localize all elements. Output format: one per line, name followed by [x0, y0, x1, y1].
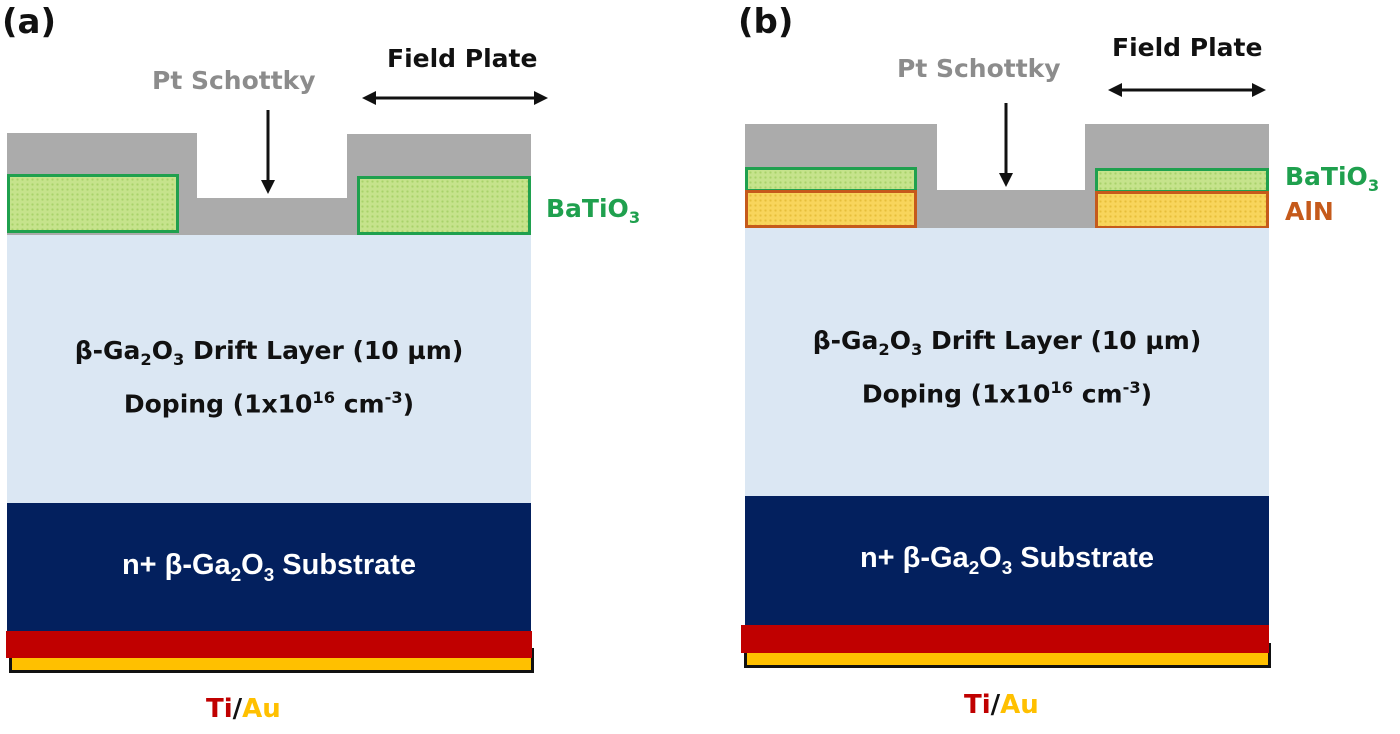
pt-schottky-label: Pt Schottky [152, 66, 316, 95]
ti-au-label: Ti/Au [206, 694, 281, 724]
t: Drift Layer (10 µm) [922, 326, 1202, 355]
ti-label: Ti [206, 694, 233, 724]
slash: / [990, 690, 1001, 720]
t: Substrate [274, 549, 417, 581]
t: Doping (1x10 [861, 379, 1051, 409]
batio3-layer-left [745, 167, 917, 192]
t: O [241, 549, 264, 581]
schottky-down-arrow-icon [261, 110, 275, 194]
t: ) [402, 389, 415, 419]
t: 16 [1050, 378, 1074, 397]
drift-layer-text: β-Ga2O3 Drift Layer (10 µm) Doping (1x10… [7, 332, 531, 423]
t: cm [1073, 379, 1123, 409]
t: Drift Layer (10 µm) [184, 336, 464, 365]
batio3-label-subscript: 3 [628, 208, 641, 227]
batio3-label: BaTiO3 [546, 194, 640, 227]
t: 2 [230, 563, 242, 585]
aln-layer-left [745, 190, 917, 228]
t: O [889, 326, 911, 355]
pt-schottky-contact [197, 198, 347, 235]
t: β-Ga [812, 326, 879, 355]
substrate-text: n+ β-Ga2O3 Substrate [7, 549, 531, 586]
substrate-text: n+ β-Ga2O3 Substrate [745, 542, 1269, 579]
au-label: Au [242, 694, 281, 724]
drift-layer-line1: β-Ga2O3 Drift Layer (10 µm) [7, 332, 531, 379]
ti-layer [6, 631, 532, 658]
slash: / [232, 694, 243, 724]
t: Substrate [1012, 542, 1155, 574]
field-plate-label: Field Plate [387, 44, 538, 73]
t: 2 [140, 350, 152, 369]
aln-label: AlN [1285, 197, 1334, 226]
drift-layer-line2: Doping (1x1016 cm-3) [745, 369, 1269, 413]
t: 3 [172, 350, 185, 369]
panel-label-a: (a) [2, 2, 57, 42]
t: ) [1140, 379, 1153, 409]
batio3-label-text: BaTiO [546, 194, 629, 223]
batio3-label-subscript: 3 [1367, 176, 1380, 195]
drift-layer-line1: β-Ga2O3 Drift Layer (10 µm) [745, 322, 1269, 369]
substrate-layer: n+ β-Ga2O3 Substrate [745, 496, 1269, 626]
batio3-label-text: BaTiO [1285, 162, 1368, 191]
t: β-Ga [74, 336, 141, 365]
au-label: Au [1000, 690, 1039, 720]
panel-label-b: (b) [738, 2, 794, 42]
field-plate-double-arrow-icon [1108, 83, 1266, 97]
t: 2 [968, 556, 980, 578]
t: n+ β-Ga [121, 549, 231, 581]
t: 3 [263, 563, 275, 585]
t: n+ β-Ga [859, 542, 969, 574]
field-plate-double-arrow-icon [362, 91, 548, 105]
pt-schottky-label: Pt Schottky [897, 54, 1061, 83]
field-plate-label: Field Plate [1112, 33, 1263, 62]
t: -3 [1122, 378, 1141, 397]
pt-schottky-contact [937, 190, 1085, 228]
drift-layer: β-Ga2O3 Drift Layer (10 µm) Doping (1x10… [7, 235, 531, 503]
batio3-layer-right [1095, 168, 1269, 193]
ti-label: Ti [964, 690, 991, 720]
drift-layer: β-Ga2O3 Drift Layer (10 µm) Doping (1x10… [745, 228, 1269, 496]
t: 3 [1001, 556, 1013, 578]
t: 3 [910, 340, 923, 359]
ti-layer [741, 625, 1269, 653]
t: 2 [878, 340, 890, 359]
t: Doping (1x10 [123, 389, 313, 419]
aln-layer-right [1095, 191, 1269, 229]
t: 16 [312, 388, 336, 407]
t: O [979, 542, 1002, 574]
batio3-layer-right [357, 176, 531, 235]
t: O [151, 336, 173, 365]
batio3-label: BaTiO3 [1285, 162, 1379, 195]
substrate-layer: n+ β-Ga2O3 Substrate [7, 503, 531, 633]
t: cm [335, 389, 385, 419]
ti-au-label: Ti/Au [964, 690, 1039, 720]
drift-layer-line2: Doping (1x1016 cm-3) [7, 379, 531, 423]
batio3-layer-left [7, 174, 179, 233]
t: -3 [384, 388, 403, 407]
schottky-down-arrow-icon [999, 103, 1013, 187]
drift-layer-text: β-Ga2O3 Drift Layer (10 µm) Doping (1x10… [745, 322, 1269, 413]
